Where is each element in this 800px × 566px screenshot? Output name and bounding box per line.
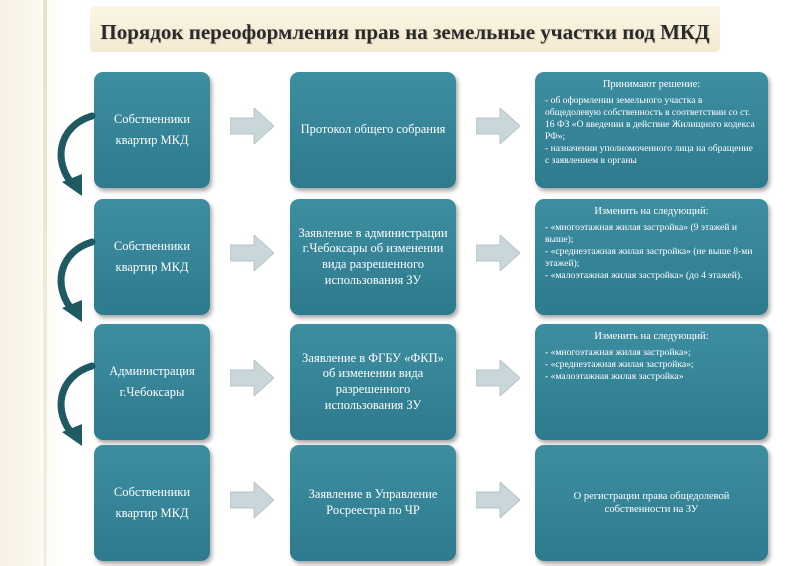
left-stripe [42,0,47,566]
action-label-1: Протокол общего собрания [300,122,446,137]
right-arrow-icon [476,108,520,144]
subject-label-3: Администрация г.Чебоксары [109,363,195,399]
result-box-4: О регистрации права общедолевой собствен… [535,445,768,561]
subject-label-4: Собственники квартир МКД [113,484,191,520]
result-line: - «среднеэтажная жилая застройка» (не вы… [545,246,753,270]
action-label-3: Заявление в ФГБУ «ФКП» об изменении вида… [302,350,444,412]
result-line: - «малоэтажная жилая застройка» (до 4 эт… [545,270,743,282]
title-bar [90,6,720,52]
subject-box-4: Собственники квартир МКД [94,445,210,561]
result-head-1: Принимают решение: [602,79,701,90]
result-line: - об оформлении земельного участка в общ… [545,95,755,143]
result-line: - назначении уполномоченного лица на обр… [545,143,753,167]
curved-down-arrow-icon [57,238,96,322]
action-box-1: Протокол общего собрания [290,72,456,188]
page-title: Порядок переоформления прав на земельные… [100,20,710,44]
curved-down-arrow-icon [57,362,96,446]
result-text-4: О регистрации права общедолевой собствен… [573,490,730,515]
result-line: - «многоэтажная жилая застройка» (9 этаж… [545,222,737,246]
subject-label-2: Собственники квартир МКД [113,238,191,274]
action-box-2: Заявление в администрации г.Чебоксары об… [290,199,456,315]
right-arrow-icon [476,235,520,271]
action-box-3: Заявление в ФГБУ «ФКП» об изменении вида… [290,324,456,440]
result-box-1: Принимают решение: - об оформлении земел… [535,72,768,188]
curved-down-arrow-icon [57,112,96,196]
result-line: - «многоэтажная жилая застройка»; [545,347,691,359]
right-arrow-icon [230,360,274,396]
subject-label-1: Собственники квартир МКД [113,111,191,147]
right-arrow-icon [230,108,274,144]
right-arrow-icon [230,235,274,271]
subject-box-2: Собственники квартир МКД [94,199,210,315]
subject-box-1: Собственники квартир МКД [94,72,210,188]
right-arrow-icon [476,360,520,396]
right-arrow-icon [476,482,520,518]
left-decoration [0,0,60,566]
right-arrow-icon [230,482,274,518]
result-line: - «малоэтажная жилая застройка» [545,371,684,383]
result-head-3: Изменить на следующий: [594,331,709,342]
result-box-2: Изменить на следующий: - «многоэтажная ж… [535,199,768,315]
result-line: - «среднеэтажная жилая застройка»; [545,359,694,371]
action-box-4: Заявление в Управление Росреестра по ЧР [290,445,456,561]
action-label-2: Заявление в администрации г.Чебоксары об… [298,225,448,287]
subject-box-3: Администрация г.Чебоксары [94,324,210,440]
action-label-4: Заявление в Управление Росреестра по ЧР [308,487,438,517]
result-head-2: Изменить на следующий: [594,206,709,217]
result-box-3: Изменить на следующий: - «многоэтажная ж… [535,324,768,440]
